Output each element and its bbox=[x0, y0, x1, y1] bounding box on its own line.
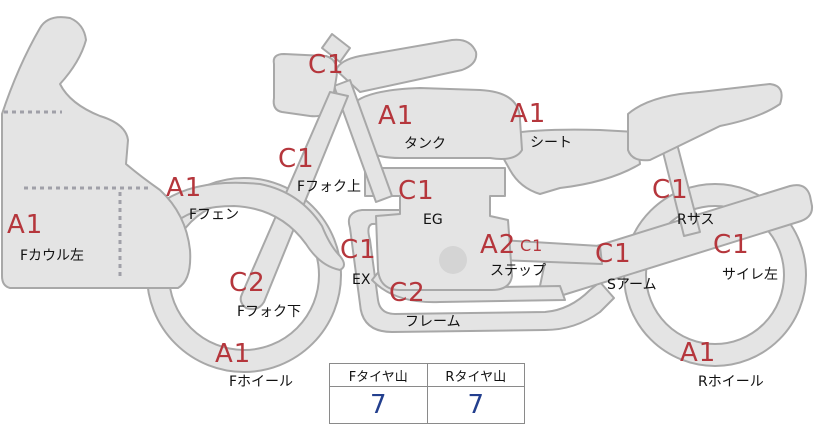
grade-seat: A1 bbox=[510, 99, 547, 129]
label-step: ステップ bbox=[490, 263, 546, 279]
rear-wheel-shape bbox=[624, 184, 806, 366]
front-fender-shape bbox=[164, 181, 345, 271]
label-ex: EX bbox=[352, 272, 371, 288]
label-f-wheel: Fホイール bbox=[229, 374, 294, 390]
grade-frame: C2 bbox=[389, 278, 426, 308]
front-tire-header: Fタイヤ山 bbox=[329, 363, 428, 387]
tire-tread-table: Fタイヤ山 Rタイヤ山 7 7 bbox=[329, 363, 525, 424]
label-f-cowl-left: Fカウル左 bbox=[20, 248, 85, 264]
grade-f-wheel: A1 bbox=[215, 339, 252, 369]
grade-f-fork-upper: C1 bbox=[278, 144, 315, 174]
label-r-sus: Rサス bbox=[677, 212, 715, 228]
grade-step-sub: C1 bbox=[520, 236, 544, 255]
engine-shape bbox=[364, 167, 513, 291]
frame-top-shape bbox=[335, 38, 478, 93]
label-silencer-left: サイレ左 bbox=[722, 267, 778, 283]
label-f-fork-lower: Fフォク下 bbox=[237, 304, 302, 320]
label-r-wheel: Rホイール bbox=[698, 374, 764, 390]
rear-tire-value: 7 bbox=[426, 386, 525, 424]
grade-r-sus: C1 bbox=[652, 175, 689, 205]
grade-tank: A1 bbox=[378, 101, 415, 131]
label-tank: タンク bbox=[404, 136, 446, 152]
rear-tire-header: Rタイヤ山 bbox=[426, 363, 525, 387]
seat-shape bbox=[491, 128, 641, 195]
label-f-fork-upper: Fフォク上 bbox=[297, 179, 362, 195]
grade-f-fender: A1 bbox=[166, 173, 203, 203]
grade-r-wheel: A1 bbox=[680, 338, 717, 368]
label-s-arm: Sアーム bbox=[607, 277, 657, 293]
frame-down-shape bbox=[333, 79, 393, 203]
front-tire-value: 7 bbox=[329, 386, 428, 424]
grade-step-main: A2 bbox=[480, 230, 517, 260]
grade-s-arm: C1 bbox=[595, 239, 632, 269]
label-seat: シート bbox=[530, 135, 572, 151]
label-eg: EG bbox=[423, 212, 443, 228]
tank-shape bbox=[349, 87, 523, 160]
label-frame: フレーム bbox=[405, 314, 461, 330]
grade-silencer-left: C1 bbox=[713, 230, 750, 260]
label-f-fender: Fフェン bbox=[189, 207, 240, 223]
grade-eg: C1 bbox=[398, 176, 435, 206]
grade-ex: C1 bbox=[340, 235, 377, 265]
grade-f-fork-top: C1 bbox=[308, 50, 345, 80]
grade-f-cowl-left: A1 bbox=[7, 210, 44, 240]
grade-f-fork-lower: C2 bbox=[229, 268, 266, 298]
front-cowl-shape bbox=[1, 16, 192, 289]
rear-tail-shape bbox=[627, 83, 783, 162]
